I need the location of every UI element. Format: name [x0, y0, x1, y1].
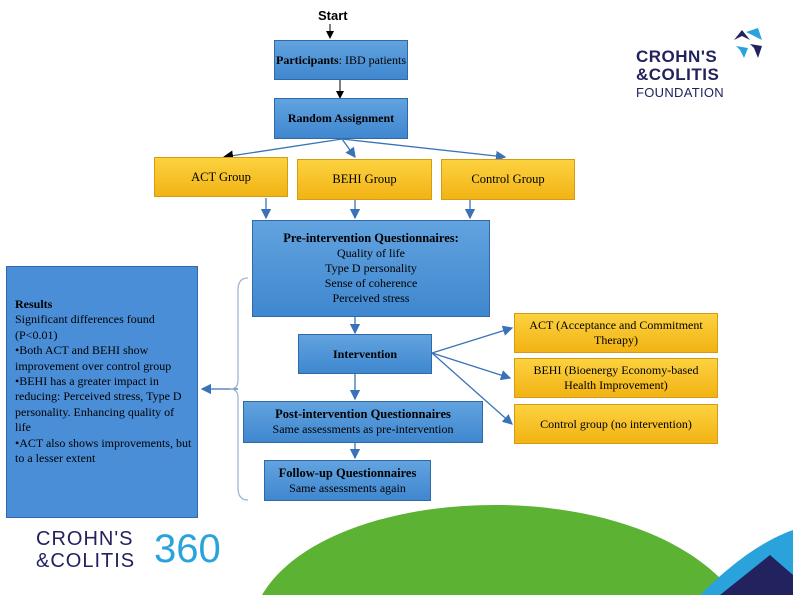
- participants-label: Participants: [276, 52, 339, 67]
- post-intervention-box: Post-intervention Questionnaires Same as…: [243, 401, 483, 443]
- followup-box: Follow-up Questionnaires Same assessment…: [264, 460, 431, 501]
- followup-text: Same assessments again: [289, 480, 406, 495]
- participants-box: Participants: IBD patients: [274, 40, 408, 80]
- pre-intervention-title: Pre-intervention Questionnaires:: [283, 231, 459, 245]
- crohns-colitis-360-logo: CROHN'S &COLITIS 360: [36, 526, 256, 578]
- results-title: Results: [15, 297, 53, 311]
- intervention-box: Intervention: [298, 334, 432, 374]
- participants-text: : IBD patients: [338, 52, 406, 67]
- crohns-colitis-foundation-logo: CROHN'S &COLITIS FOUNDATION: [636, 28, 776, 104]
- logo-bottom-line2: &COLITIS: [36, 550, 136, 572]
- arrow-intervention-act: [431, 325, 514, 354]
- logo-bottom-line1: CROHN'S: [36, 528, 134, 550]
- random-assignment-box: Random Assignment: [274, 98, 408, 139]
- act-therapy-box: ACT (Acceptance and Commitment Therapy): [514, 313, 718, 353]
- pre-intervention-box: Pre-intervention Questionnaires: Quality…: [252, 220, 490, 317]
- logo-top-line1: CROHN'S: [636, 47, 718, 66]
- start-label: Start: [318, 8, 348, 23]
- act-group-box: ACT Group: [154, 157, 288, 197]
- arrow-intervention-control: [431, 352, 513, 425]
- logo-top-line2: &COLITIS: [636, 65, 720, 84]
- post-intervention-title: Post-intervention Questionnaires: [275, 407, 451, 421]
- results-line: Significant differences found (P<0.01): [15, 312, 155, 342]
- results-line: •ACT also shows improvements, but to a l…: [15, 435, 192, 466]
- arrow-random-control: [341, 138, 507, 162]
- results-line: •Both ACT and BEHI show improvement over…: [15, 343, 172, 373]
- bottom-wave-decoration: [262, 504, 793, 595]
- pre-item: Sense of coherence: [324, 276, 418, 290]
- followup-title: Follow-up Questionnaires: [278, 465, 417, 480]
- behi-therapy-box: BEHI (Bioenergy Economy-based Health Imp…: [514, 358, 718, 398]
- pre-item: Quality of life: [337, 246, 405, 260]
- results-line: •BEHI has a greater impact in reducing: …: [15, 374, 182, 435]
- results-box: Results Significant differences found (P…: [6, 266, 198, 518]
- logo-mark-icon: [734, 28, 762, 58]
- arrow-random-act: [222, 138, 343, 161]
- behi-group-box: BEHI Group: [297, 159, 432, 200]
- arrow-random-behi: [341, 138, 356, 159]
- pre-item: Perceived stress: [332, 291, 410, 305]
- logo-bottom-number: 360: [154, 527, 221, 571]
- pre-item: Type D personality: [325, 261, 417, 275]
- arrow-intervention-behi: [431, 352, 512, 381]
- results-bracket: [229, 277, 249, 501]
- control-group-box: Control Group: [441, 159, 575, 200]
- logo-top-line3: FOUNDATION: [636, 85, 724, 100]
- post-intervention-text: Same assessments as pre-intervention: [272, 422, 454, 436]
- control-no-intervention-box: Control group (no intervention): [514, 404, 718, 444]
